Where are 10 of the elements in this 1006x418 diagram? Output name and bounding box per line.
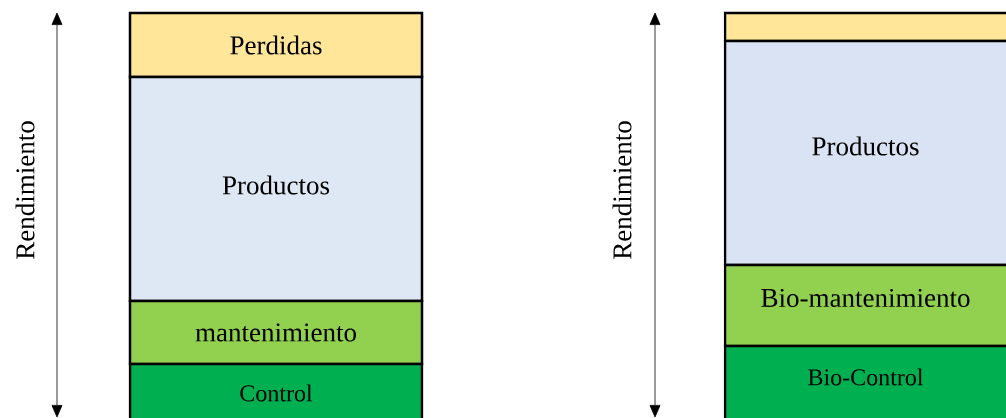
band: Perdidas [128, 11, 424, 79]
band: Productos [723, 39, 1006, 267]
axis-label: Rendimiento [15, 121, 35, 259]
band [723, 11, 1006, 43]
axis-label: Rendimiento [612, 121, 632, 259]
band: Bio-mantenimiento [723, 263, 1006, 348]
band: Control [128, 362, 424, 418]
band: Bio-Control [723, 344, 1006, 418]
band: mantenimiento [128, 299, 424, 366]
band: Productos [128, 75, 424, 303]
